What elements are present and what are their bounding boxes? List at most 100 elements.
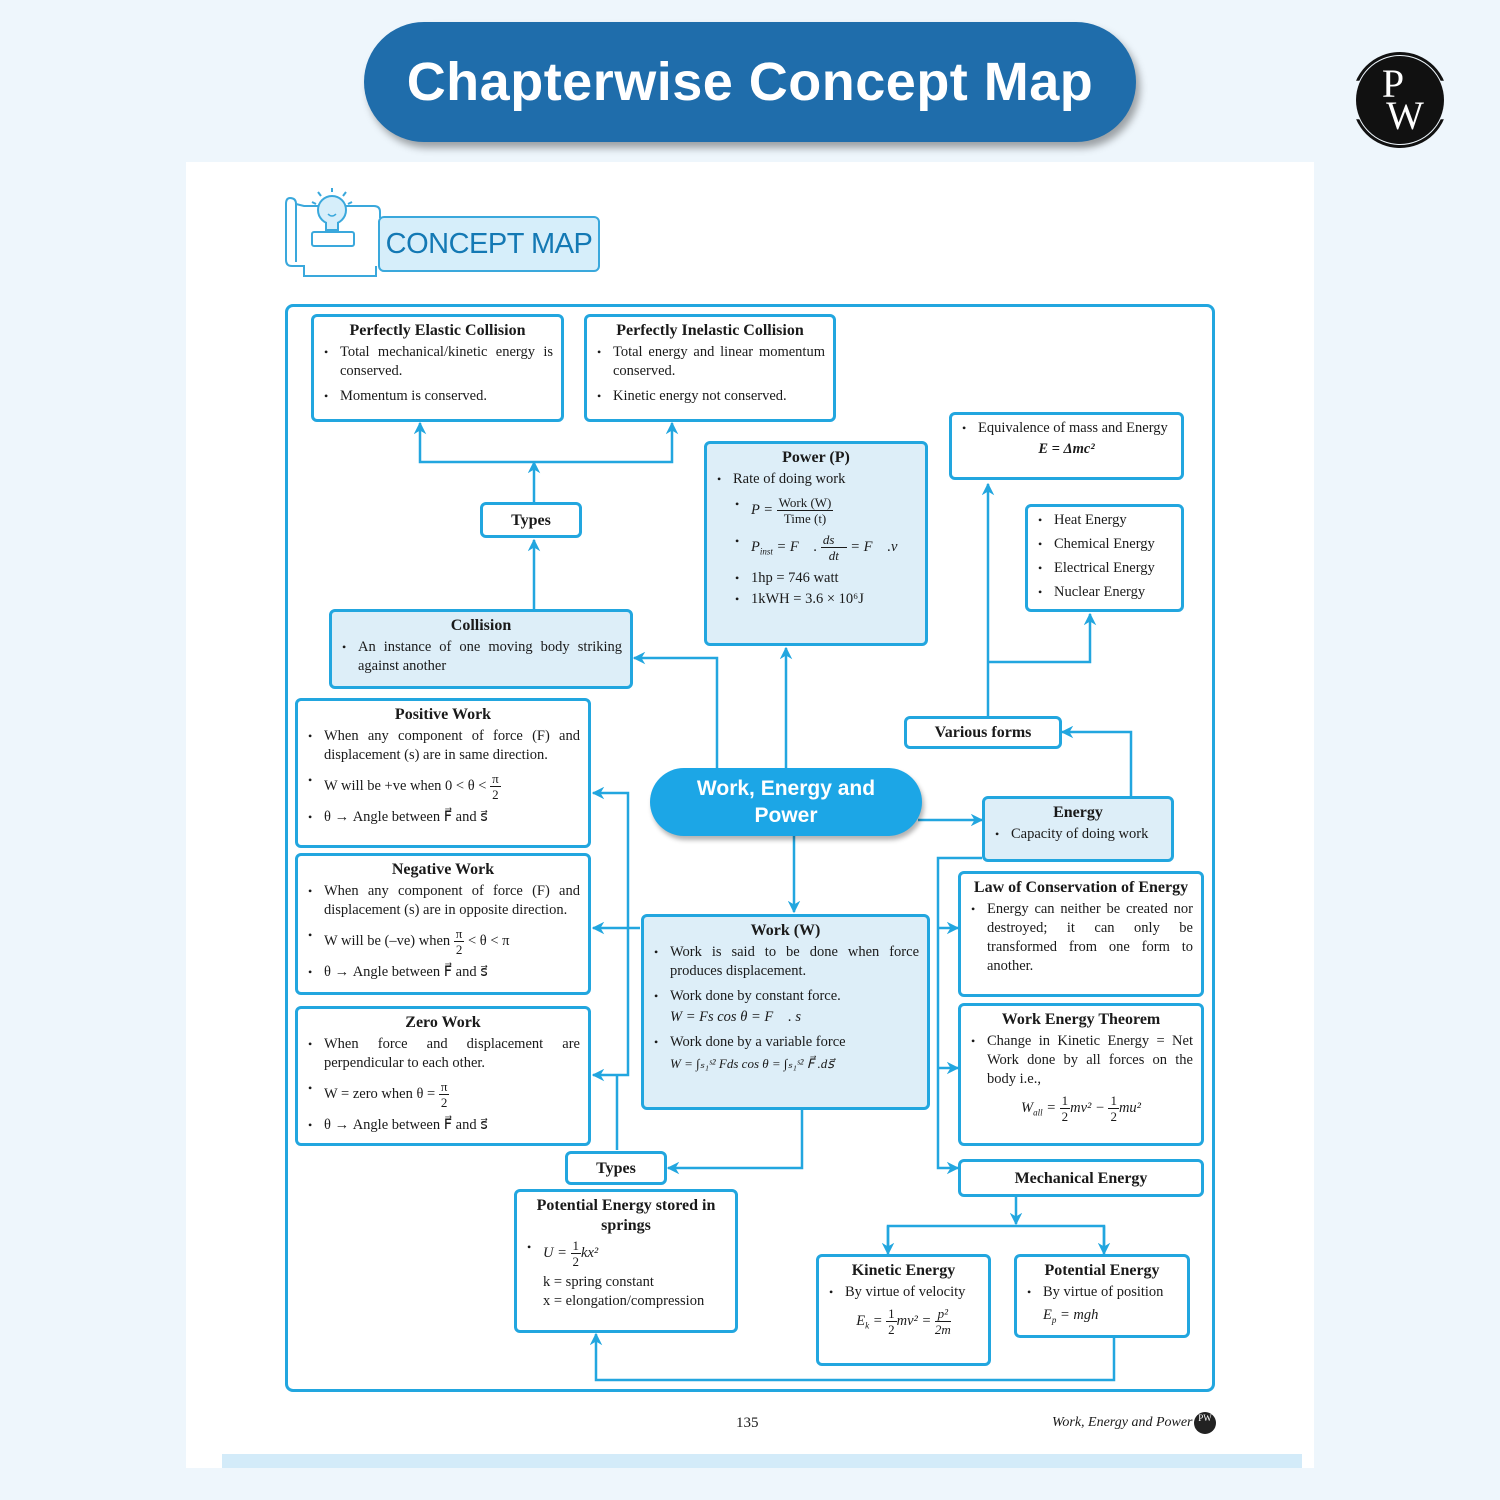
node-negative-work: Negative Work When any component of forc… — [295, 853, 591, 995]
formula-lhs: E — [1043, 1307, 1052, 1323]
footer-logo-text: PW — [1198, 1413, 1212, 1423]
formula-num: 1 — [1108, 1093, 1119, 1109]
node-work: Work (W) Work is said to be done when fo… — [641, 914, 930, 1110]
node-law-of-conservation: Law of Conservation of Energy Energy can… — [958, 871, 1204, 997]
node-point: When any component of force (F) and disp… — [306, 882, 580, 920]
list-item: Chemical Energy — [1036, 535, 1173, 554]
node-mass-energy-equivalence: Equivalence of mass and Energy E = Δmc² — [949, 412, 1184, 480]
node-title: Work (W) — [750, 922, 821, 939]
central-topic-node: Work, Energy and Power — [650, 768, 922, 836]
formula-num: π — [490, 771, 501, 787]
node-various-forms: Various forms — [904, 716, 1062, 749]
condition-text: W will be +ve when 0 < θ < — [324, 777, 487, 794]
concept-map-header: CONCEPT MAP — [284, 184, 604, 280]
node-point: Work is said to be done when force produ… — [652, 943, 919, 981]
node-label: Mechanical Energy — [1014, 1169, 1148, 1187]
formula-num: π — [438, 1079, 450, 1095]
condition-tail: < θ < π — [468, 932, 510, 949]
node-perfectly-elastic-collision: Perfectly Elastic Collision Total mechan… — [311, 314, 564, 422]
node-point: Equivalence of mass and Energy — [960, 419, 1173, 438]
formula-num: p² — [934, 1306, 951, 1322]
lightbulb-scroll-icon — [285, 188, 381, 277]
formula-lhs: E — [856, 1312, 866, 1329]
formula-den: 2 — [1061, 1109, 1069, 1124]
formula-sub: inst — [759, 546, 773, 557]
formula-den: 2m — [934, 1322, 951, 1337]
work-constant-force-formula: W = Fs cos θ = F⃗ . s⃗ — [670, 1009, 813, 1025]
list-item: Electrical Energy — [1036, 559, 1173, 578]
banner-title: Chapterwise Concept Map — [406, 52, 1094, 112]
node-title: Perfectly Inelastic Collision — [616, 322, 804, 339]
node-point: Work done by a variable force — [652, 1033, 919, 1052]
concept-map-label-box: CONCEPT MAP — [378, 216, 600, 272]
node-point: θ → Angle between F⃗ and s⃗ — [306, 1116, 580, 1135]
node-fact: 1kWH = 3.6 × 10⁶J — [715, 590, 917, 609]
node-point: When force and displacement are perpendi… — [306, 1035, 580, 1073]
formula-num: 1 — [570, 1238, 582, 1254]
formula-mid: = F⃗ . — [776, 538, 818, 555]
node-point: W will be +ve when 0 < θ < π2 — [306, 771, 580, 802]
formula-rhs: = F⃗ .v⃗ — [850, 538, 909, 555]
node-point: Change in Kinetic Energy = Net Work done… — [969, 1032, 1193, 1089]
concept-map-label: CONCEPT MAP — [385, 227, 593, 260]
pw-logo: P W — [1356, 56, 1444, 144]
page-bottom-strip — [222, 1454, 1302, 1468]
formula-num: 1 — [1059, 1093, 1071, 1109]
node-point: W will be (–ve) when π2 < θ < π — [306, 926, 580, 957]
central-topic-line2: Power — [754, 804, 818, 827]
condition-text: W = zero when θ = — [324, 1085, 436, 1102]
node-title: Work Energy Theorem — [1001, 1011, 1161, 1028]
node-title: Positive Work — [394, 706, 492, 723]
formula-term: mv² = — [896, 1312, 932, 1329]
node-point: θ → Angle between F⃗ and s⃗ — [306, 963, 580, 982]
node-collision: Collision An instance of one moving body… — [329, 609, 633, 689]
node-title: Energy — [1053, 804, 1103, 821]
formula-den: Time (t) — [783, 511, 827, 526]
node-point: Momentum is conserved. — [322, 387, 553, 406]
node-title: Potential Energy — [1044, 1262, 1160, 1279]
formula-den: 2 — [492, 787, 499, 802]
formula-sub: k — [865, 1320, 870, 1331]
potential-energy-formula: Ep = mgh — [1025, 1306, 1179, 1330]
node-title: Collision — [450, 617, 512, 634]
node-positive-work: Positive Work When any component of forc… — [295, 698, 591, 848]
power-formula: P = Work (W)Time (t) — [715, 495, 917, 526]
formula-den: dt — [828, 548, 839, 563]
formula-term: mu² — [1118, 1099, 1142, 1116]
formula-lhs: P — [751, 538, 760, 555]
logo-letter-w: W — [1386, 93, 1424, 138]
node-point: Kinetic energy not conserved. — [595, 387, 825, 406]
formula-num: Work (W) — [776, 495, 834, 511]
formula-den: 2 — [1110, 1109, 1117, 1124]
node-point: Work done by constant force. — [652, 987, 919, 1006]
node-mechanical-energy: Mechanical Energy — [958, 1159, 1204, 1197]
node-energy-types: Types — [565, 1151, 667, 1185]
formula-den: 2 — [888, 1322, 895, 1337]
node-title: Perfectly Elastic Collision — [349, 322, 526, 339]
list-item: Heat Energy — [1036, 511, 1173, 530]
node-label: Types — [511, 511, 551, 529]
node-title: Law of Conservation of Energy — [973, 879, 1189, 896]
footer-pw-logo: PW — [1194, 1412, 1216, 1434]
spring-constant-definition: k = spring constant — [543, 1274, 654, 1290]
formula-lhs: U = — [543, 1244, 567, 1261]
node-fact: 1hp = 746 watt — [715, 569, 917, 588]
node-zero-work: Zero Work When force and displacement ar… — [295, 1006, 591, 1146]
node-point: θ → Angle between F⃗ and s⃗ — [306, 808, 580, 827]
node-energy-forms-list: Heat Energy Chemical Energy Electrical E… — [1025, 504, 1184, 612]
node-label: Types — [596, 1159, 636, 1177]
node-point: By virtue of velocity — [827, 1283, 980, 1302]
formula-den: 2 — [440, 1095, 448, 1110]
formula-term: mv² − — [1070, 1099, 1105, 1116]
formula-den: 2 — [572, 1254, 580, 1269]
concept-map-frame — [285, 304, 1215, 1392]
formula-lhs: P = — [751, 501, 774, 518]
node-energy: Energy Capacity of doing work — [982, 796, 1174, 862]
node-point: Total energy and linear momentum conserv… — [595, 343, 825, 381]
node-point: W = zero when θ = π2 — [306, 1079, 580, 1110]
node-work-energy-theorem: Work Energy Theorem Change in Kinetic En… — [958, 1003, 1204, 1146]
node-point: Total mechanical/kinetic energy is conse… — [322, 343, 553, 381]
